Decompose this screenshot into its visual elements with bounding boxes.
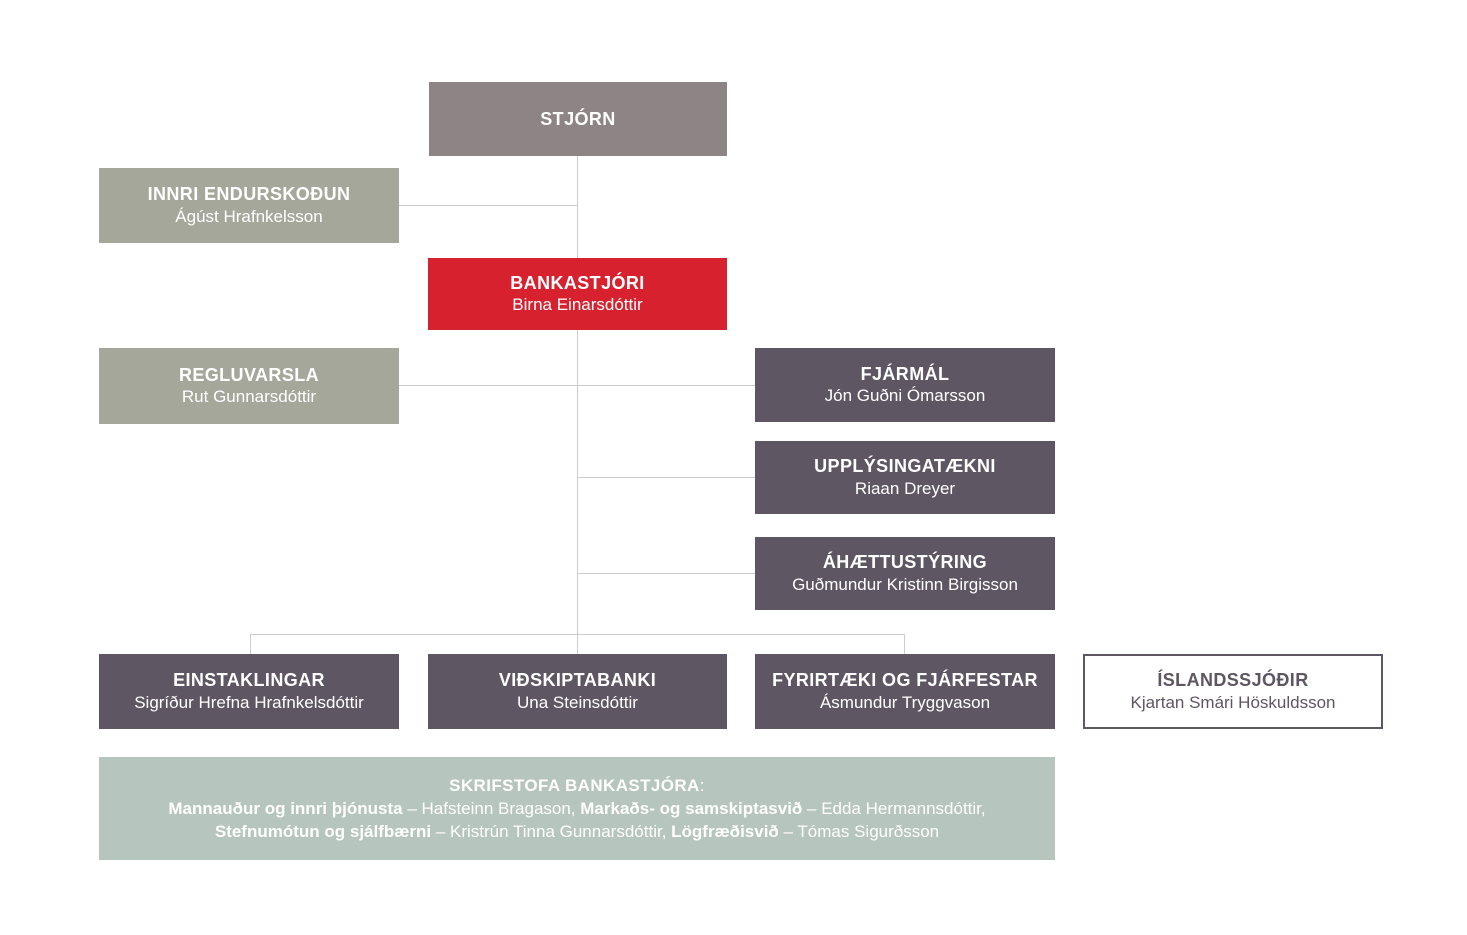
org-node-fjarmal: FJÁRMÁL Jón Guðni Ómarsson bbox=[755, 348, 1055, 422]
office-dept: Stefnumótun og sjálfbærni bbox=[214, 822, 432, 841]
node-label: ÁHÆTTUSTÝRING bbox=[822, 552, 988, 573]
node-label: VIÐSKIPTABANKI bbox=[498, 670, 657, 691]
office-line: Stefnumótun og sjálfbærni – Kristrún Tin… bbox=[215, 820, 939, 843]
node-label: UPPLÝSINGATÆKNI bbox=[814, 456, 996, 477]
org-node-regluvarsla: REGLUVARSLA Rut Gunnarsdóttir bbox=[99, 348, 399, 424]
office-person: – Hafsteinn Bragason, bbox=[402, 799, 581, 818]
org-node-upplysingataekni: UPPLÝSINGATÆKNI Riaan Dreyer bbox=[755, 441, 1055, 514]
office-dept: Mannauður og innri þjónusta bbox=[168, 799, 403, 818]
connector-innri-endurskodun bbox=[399, 205, 577, 206]
node-person: Una Steinsdóttir bbox=[517, 692, 638, 712]
connector-upplysingataekni bbox=[577, 477, 755, 478]
office-title: SKRIFSTOFA BANKASTJÓRA: bbox=[449, 774, 705, 797]
node-person: Rut Gunnarsdóttir bbox=[181, 387, 317, 407]
office-person: – Edda Hermannsdóttir, bbox=[802, 799, 986, 818]
connector-bankastjori-down bbox=[577, 330, 578, 654]
connector-ahaettustyring bbox=[577, 573, 755, 574]
node-person: Jón Guðni Ómarsson bbox=[824, 386, 986, 406]
node-label: FYRIRTÆKI OG FJÁRFESTAR bbox=[772, 670, 1038, 691]
org-node-ahaettustyring: ÁHÆTTUSTÝRING Guðmundur Kristinn Birgiss… bbox=[755, 537, 1055, 610]
connector-stjorn-bankastjori bbox=[577, 156, 578, 258]
org-node-islandssjodir: ÍSLANDSSJÓÐIR Kjartan Smári Höskuldsson bbox=[1083, 654, 1383, 729]
node-person: Guðmundur Kristinn Birgisson bbox=[792, 574, 1018, 594]
org-node-fyrirtaeki-og-fjarfestar: FYRIRTÆKI OG FJÁRFESTAR Ásmundur Tryggva… bbox=[755, 654, 1055, 729]
node-label: FJÁRMÁL bbox=[860, 363, 950, 384]
office-title-text: SKRIFSTOFA BANKASTJÓRA bbox=[449, 776, 700, 795]
node-label: STJÓRN bbox=[540, 108, 616, 129]
node-person: Sigríður Hrefna Hrafnkelsdóttir bbox=[134, 692, 364, 712]
office-title-colon: : bbox=[699, 776, 705, 795]
node-label: REGLUVARSLA bbox=[178, 364, 320, 385]
office-line: Mannauður og innri þjónusta – Hafsteinn … bbox=[168, 797, 985, 820]
node-label: EINSTAKLINGAR bbox=[173, 670, 325, 691]
node-person: Ágúst Hrafnkelsson bbox=[175, 206, 323, 226]
office-person: – Kristrún Tinna Gunnarsdóttir, bbox=[431, 822, 672, 841]
node-person: Riaan Dreyer bbox=[854, 478, 956, 498]
office-dept: Markaðs- og samskiptasvið bbox=[580, 799, 803, 818]
office-person: – Tómas Sigurðsson bbox=[778, 822, 940, 841]
node-person: Kjartan Smári Höskuldsson bbox=[1130, 692, 1336, 712]
org-node-stjorn: STJÓRN bbox=[429, 82, 727, 156]
connector-drop-einstaklingar bbox=[250, 634, 251, 654]
connector-bottom-branch bbox=[250, 634, 904, 635]
node-label: INNRI ENDURSKOÐUN bbox=[147, 184, 351, 205]
org-node-bankastjori: BANKASTJÓRI Birna Einarsdóttir bbox=[428, 258, 727, 330]
node-label: ÍSLANDSSJÓÐIR bbox=[1157, 670, 1309, 691]
node-label: BANKASTJÓRI bbox=[510, 272, 645, 293]
node-person: Ásmundur Tryggvason bbox=[819, 692, 991, 712]
office-box-skrifstofa-bankastjora: SKRIFSTOFA BANKASTJÓRA: Mannauður og inn… bbox=[99, 757, 1055, 860]
org-node-innri-endurskodun: INNRI ENDURSKOÐUN Ágúst Hrafnkelsson bbox=[99, 168, 399, 243]
node-person: Birna Einarsdóttir bbox=[512, 295, 643, 315]
org-node-einstaklingar: EINSTAKLINGAR Sigríður Hrefna Hrafnkelsd… bbox=[99, 654, 399, 729]
org-node-vidskiptabanki: VIÐSKIPTABANKI Una Steinsdóttir bbox=[428, 654, 727, 729]
connector-drop-fyrirtaeki bbox=[904, 634, 905, 654]
connector-regluvarsla-fjarmal bbox=[399, 385, 755, 386]
office-dept: Lögfræðisvið bbox=[671, 822, 779, 841]
